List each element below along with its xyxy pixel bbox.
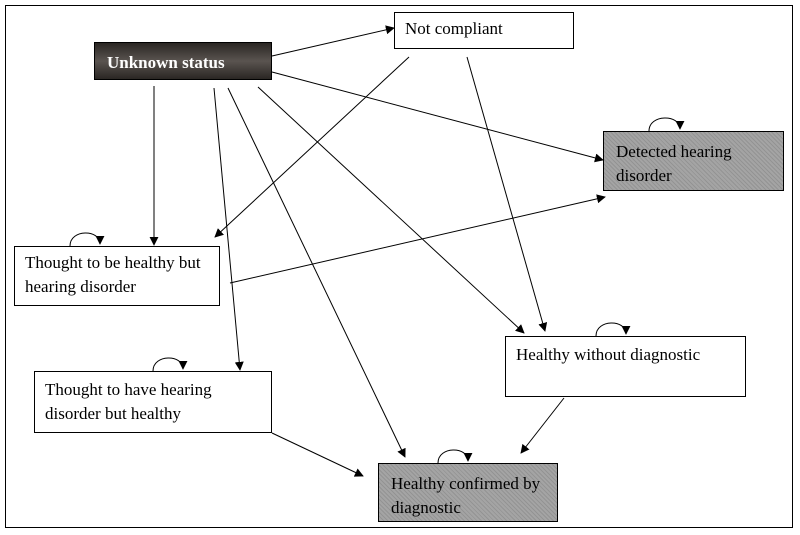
edge-unknown-hwd <box>257 86 525 334</box>
node-label: Healthy without diagnostic <box>516 345 701 364</box>
node-thought-healthy-but-disorder: Thought to be healthy but hearing disord… <box>14 246 220 306</box>
node-label: Not compliant <box>405 19 503 38</box>
edge-notcomp-hwd <box>466 56 548 332</box>
node-healthy-confirmed: Healthy confirmed by diagnostic <box>378 463 558 522</box>
edge-thd-hcd <box>271 432 364 477</box>
edge-unknown-hcd <box>227 87 406 458</box>
diagram-frame <box>5 5 793 528</box>
node-label: Detected hearing disorder <box>616 142 732 185</box>
node-not-compliant: Not compliant <box>394 12 574 49</box>
node-thought-disorder-but-healthy: Thought to have hearing disorder but hea… <box>34 371 272 433</box>
edge-hwd-hcd <box>520 397 565 454</box>
node-label: Thought to have hearing disorder but hea… <box>45 380 212 423</box>
self-loop-thd <box>152 357 188 372</box>
node-label: Thought to be healthy but hearing disord… <box>25 253 201 296</box>
edge-tbh-detected <box>229 194 606 284</box>
self-loop-tbh <box>69 232 105 247</box>
node-detected-hearing-disorder: Detected hearing disorder <box>603 131 784 191</box>
self-loop-hwd <box>595 322 631 337</box>
edge-unknown-detected <box>271 71 604 163</box>
self-loop-detected <box>648 117 685 132</box>
node-unknown-status: Unknown status <box>94 42 272 80</box>
node-label: Unknown status <box>107 53 225 72</box>
edge-unknown-thd <box>213 87 244 371</box>
node-label: Healthy confirmed by diagnostic <box>391 474 541 517</box>
self-loop-hcd <box>437 449 473 464</box>
node-healthy-without-diagnostic: Healthy without diagnostic <box>505 336 746 397</box>
edge-unknown-notcomp <box>271 25 395 57</box>
edge-notcomp-tbh <box>214 56 410 238</box>
